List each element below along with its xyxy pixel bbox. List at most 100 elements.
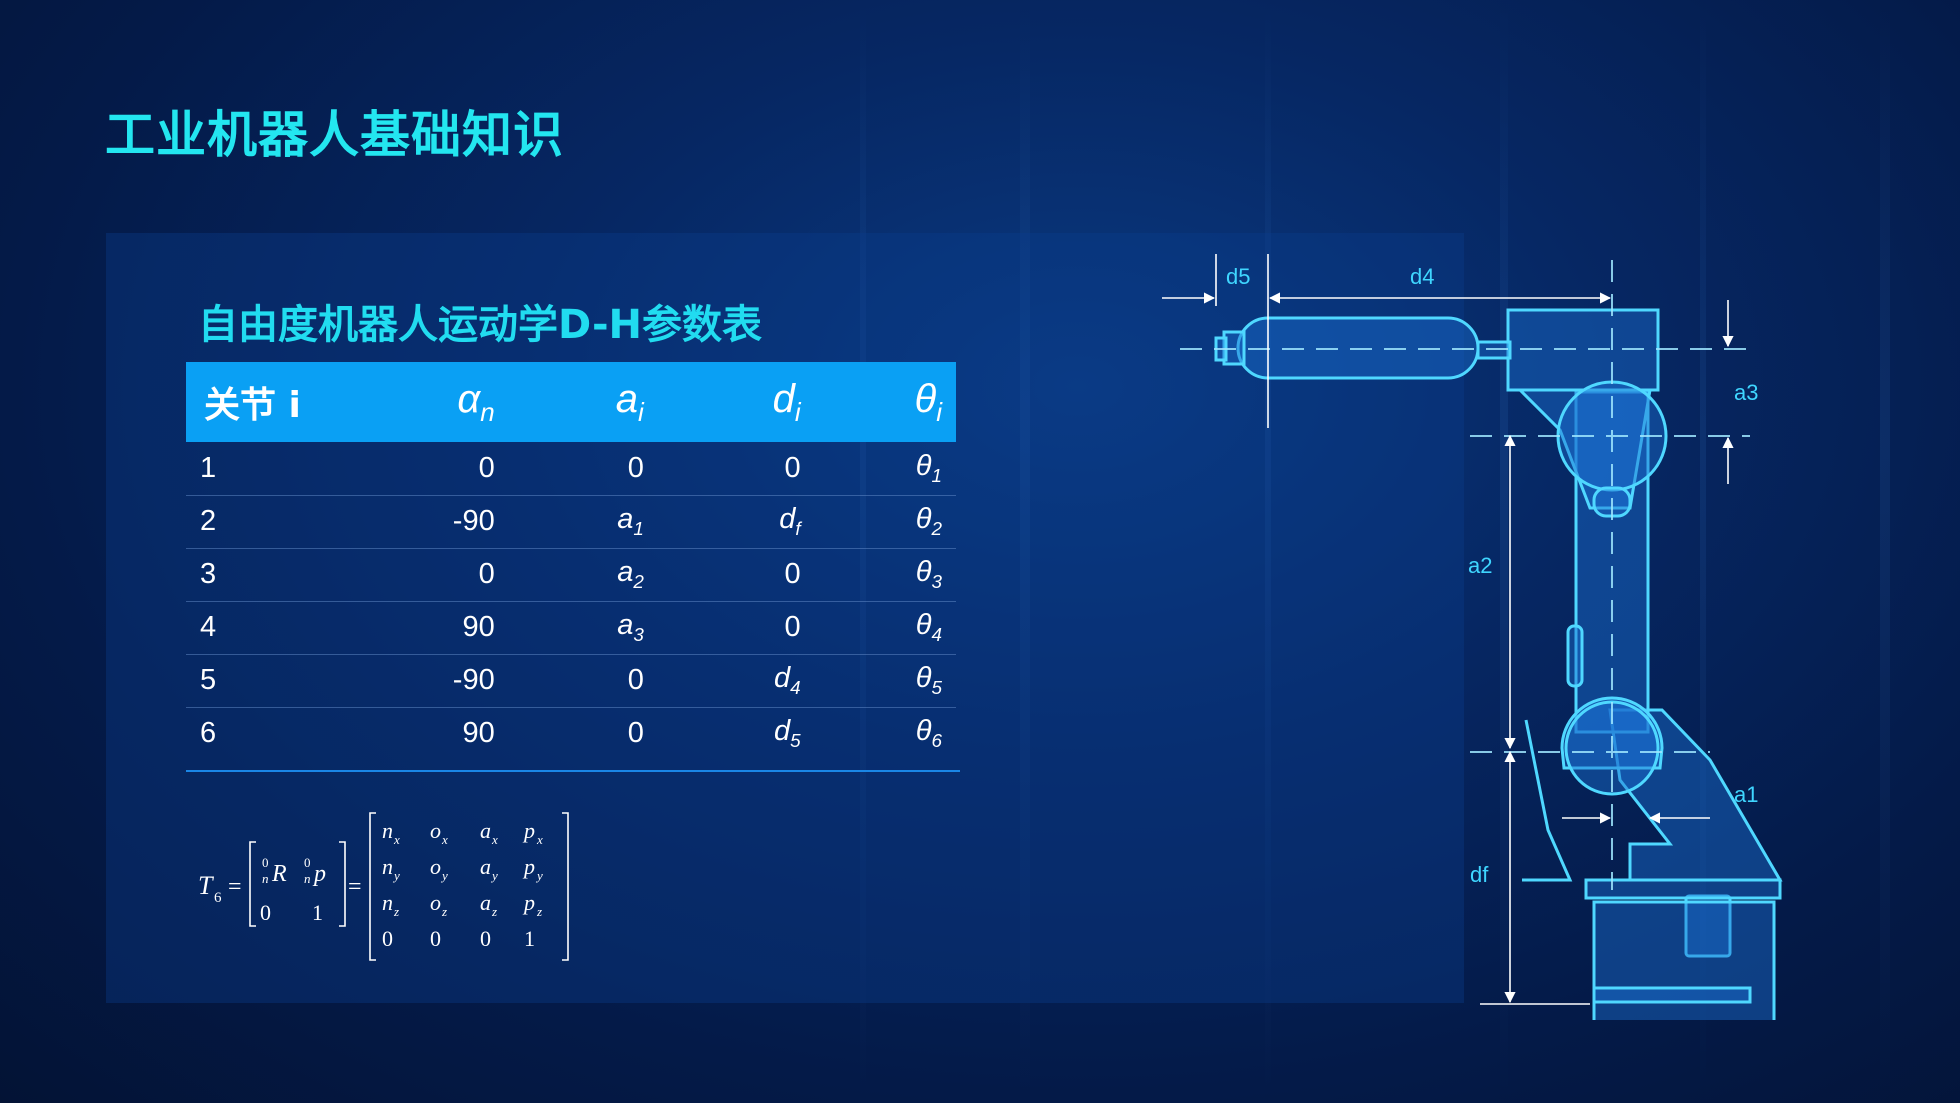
arm-side-cover <box>1566 624 1584 688</box>
cell-alpha: -90 <box>452 664 495 696</box>
matrix-cell: 0 <box>480 926 491 951</box>
cell-joint: 1 <box>200 451 217 484</box>
header-joint: 关节 i <box>204 385 301 426</box>
table-header-row: 关节 i αn ai di θi <box>186 362 956 442</box>
matrix-cell: 0 <box>382 926 393 951</box>
header-theta: θi <box>914 376 942 427</box>
matrix-brackets <box>369 812 569 961</box>
dim-label-df: df <box>1470 862 1489 887</box>
matrix-cell: 0 <box>430 926 441 951</box>
base-right-box <box>1684 894 1732 958</box>
matrix-cell-sub: y <box>440 868 448 883</box>
cell-alpha: 0 <box>478 451 495 484</box>
matrix-cell: o <box>430 890 441 915</box>
position-p: p <box>312 861 326 887</box>
page-title: 工业机器人基础知识 <box>105 106 564 164</box>
matrix-cell: n <box>382 890 393 915</box>
matrix-cell: o <box>430 854 441 879</box>
dim-label-a3: a3 <box>1734 380 1758 405</box>
dim-label-a2: a2 <box>1468 553 1492 578</box>
table-title: 自由度机器人运动学D-H参数表 <box>198 302 763 348</box>
matrix-cell: p <box>522 854 535 879</box>
dim-label-d5: d5 <box>1226 264 1250 289</box>
base-flange <box>1584 878 1782 900</box>
matrix-cell-sub: z <box>491 904 497 919</box>
cell-theta: θ1 <box>915 449 942 486</box>
matrix-cell-sub: y <box>490 868 498 883</box>
cell-alpha: 90 <box>462 717 495 750</box>
block-matrix-brackets <box>249 841 346 927</box>
cell-a: a3 <box>617 609 644 645</box>
cell-d: 0 <box>784 451 801 484</box>
matrix-cell-sub: y <box>535 868 543 883</box>
matrix-cell-sub: x <box>441 832 448 847</box>
cell-joint: 2 <box>200 505 217 537</box>
matrix-cell-sub: x <box>536 832 543 847</box>
shoulder-edge <box>1522 719 1573 882</box>
table-row: 3 0 a2 0 θ3 <box>186 548 956 601</box>
matrix-cell: p <box>522 890 535 915</box>
cell-d: d5 <box>773 715 801 752</box>
cell-a: 0 <box>627 664 644 696</box>
cell-a: 0 <box>627 451 644 484</box>
cell-theta: θ3 <box>915 556 942 592</box>
formula-lhs: T <box>198 871 214 900</box>
p-pre-sup: 0 <box>304 855 311 870</box>
cell-alpha: 90 <box>462 611 495 643</box>
cell-a: 0 <box>627 717 644 750</box>
dim-label-a1: a1 <box>1734 782 1758 807</box>
matrix-cell-sub: z <box>536 904 542 919</box>
dim-label-d4: d4 <box>1410 264 1434 289</box>
header-d: di <box>772 376 801 427</box>
formula-lhs-sub: 6 <box>214 890 222 906</box>
cell-theta: θ4 <box>915 609 942 645</box>
table-row: 5 -90 0 d4 θ5 <box>186 654 956 707</box>
matrix-cell-sub: y <box>392 868 400 883</box>
r-pre-sup: 0 <box>262 855 269 870</box>
matrix-cell: n <box>382 854 393 879</box>
cell-alpha: 0 <box>478 558 495 590</box>
header-alpha: αn <box>457 376 495 427</box>
cell-theta: θ5 <box>915 662 942 698</box>
matrix-cell-sub: z <box>393 904 399 919</box>
cell-d: d4 <box>773 662 801 698</box>
matrix-cell: a <box>480 818 491 843</box>
matrix-cell: p <box>522 818 535 843</box>
matrix-cell-sub: z <box>441 904 447 919</box>
elbow-link <box>1516 388 1652 510</box>
block-one: 1 <box>312 900 323 925</box>
cell-joint: 3 <box>200 558 217 590</box>
rotation-r: R <box>271 861 287 887</box>
matrix-cell: o <box>430 818 441 843</box>
cell-theta: θ2 <box>915 503 942 539</box>
cell-joint: 5 <box>200 664 217 696</box>
block-zero: 0 <box>260 900 271 925</box>
cell-theta: θ6 <box>915 715 942 752</box>
cell-d: 0 <box>784 611 801 643</box>
matrix-cell: a <box>480 890 491 915</box>
table-row: 6 90 0 d5 θ6 <box>186 707 956 760</box>
table-row: 4 90 a3 0 θ4 <box>186 601 956 654</box>
content-panel <box>106 233 1464 1003</box>
cell-joint: 6 <box>200 717 217 750</box>
cell-a: a2 <box>617 556 644 592</box>
shoulder-joint <box>1560 696 1664 770</box>
header-a: ai <box>615 376 644 427</box>
cell-alpha: -90 <box>452 505 495 537</box>
cell-d: 0 <box>784 558 801 590</box>
matrix-cell-sub: x <box>491 832 498 847</box>
r-pre-sub: n <box>262 871 269 886</box>
cell-d: df <box>779 503 801 539</box>
formula-eq-2: = <box>348 874 362 900</box>
matrix-cell-sub: x <box>393 832 400 847</box>
table-bottom-rule <box>186 770 960 772</box>
formula-eq-1: = <box>228 874 242 900</box>
table-row: 1 0 0 0 θ1 <box>186 442 956 495</box>
matrix-cell: a <box>480 854 491 879</box>
cell-joint: 4 <box>200 611 217 643</box>
base-plate <box>1592 986 1752 1004</box>
